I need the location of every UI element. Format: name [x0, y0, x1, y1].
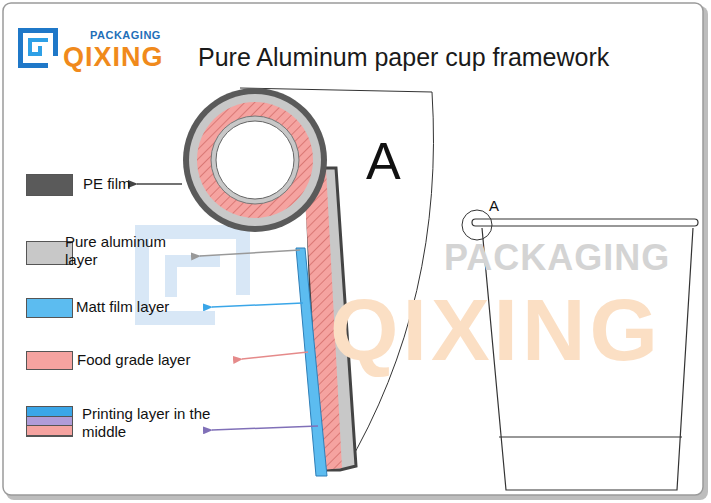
- legend-text: Pure aluminum layer: [65, 233, 200, 269]
- legend-swatch: [26, 406, 73, 437]
- legend-text: Food grade layer: [77, 351, 190, 369]
- legend-text: PE film: [83, 175, 131, 193]
- logo-subtitle: PACKAGING: [90, 29, 161, 41]
- watermark-logo: QIXING: [330, 282, 662, 379]
- legend-swatch: [26, 351, 73, 370]
- callout-letter: A: [489, 198, 499, 215]
- watermark-text: PACKAGING: [444, 238, 670, 278]
- swatch-stripe: [27, 426, 72, 436]
- logo-name: QIXING: [63, 43, 164, 73]
- legend-swatch: [26, 298, 73, 318]
- swatch-stripe: [27, 407, 72, 417]
- title: Pure Aluminum paper cup framework: [198, 44, 609, 72]
- legend-swatch: [26, 174, 73, 196]
- legend-text: Printing layer in the middle: [82, 405, 212, 441]
- detail-letter: A: [366, 133, 401, 190]
- swatch-stripe: [27, 417, 72, 427]
- legend-text: Matt film layer: [76, 298, 169, 316]
